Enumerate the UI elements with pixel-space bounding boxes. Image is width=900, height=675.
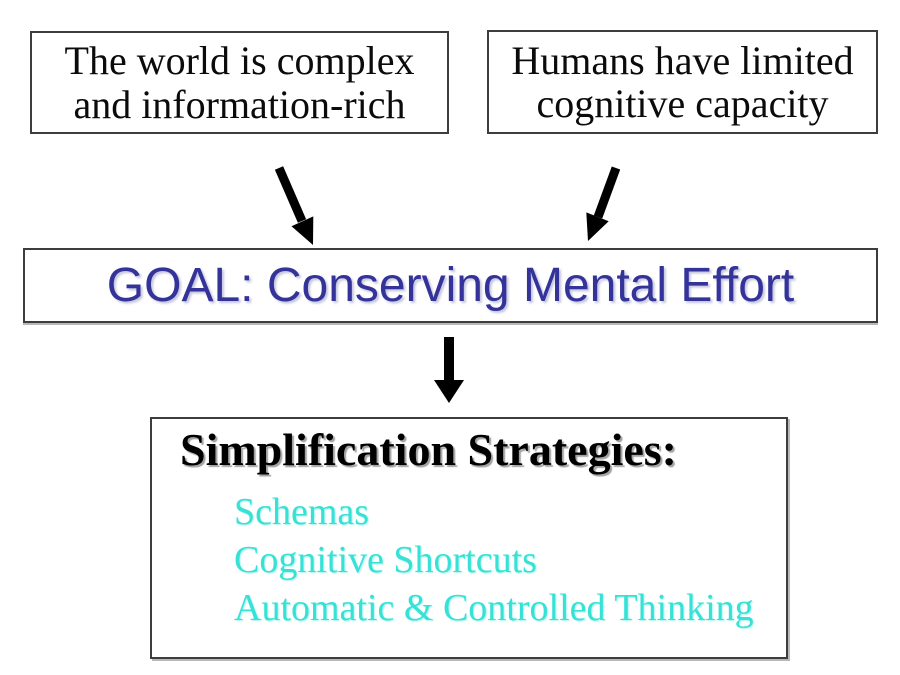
- strategies-heading: Simplification Strategies:: [180, 424, 677, 475]
- arrow-down-right-icon: [274, 166, 314, 245]
- strategies-list: Schemas Cognitive Shortcuts Automatic & …: [180, 488, 786, 632]
- premise-box-cognition-line2: cognitive capacity: [536, 81, 829, 126]
- strategy-item-cognitive-shortcuts: Cognitive Shortcuts: [234, 539, 537, 581]
- goal-box-text: GOAL: Conserving Mental Effort: [106, 259, 795, 312]
- arrow-down-icon: [434, 337, 464, 403]
- premise-box-cognition: Humans have limited cognitive capacity: [487, 30, 878, 134]
- premise-box-world-line2: and information-rich: [73, 81, 406, 127]
- premise-box-cognition-line1: Humans have limited: [511, 37, 854, 83]
- premise-box-world-line1: The world is complex: [64, 38, 415, 84]
- strategy-item-schemas: Schemas: [234, 491, 370, 533]
- strategy-item-automatic-controlled-thinking: Automatic & Controlled Thinking: [234, 587, 754, 629]
- premise-box-world: The world is complex and information-ric…: [30, 31, 449, 134]
- goal-box: GOAL: Conserving Mental Effort: [23, 248, 878, 323]
- strategies-box: Simplification Strategies: Schemas Cogni…: [150, 417, 788, 659]
- arrow-down-left-icon: [586, 166, 621, 241]
